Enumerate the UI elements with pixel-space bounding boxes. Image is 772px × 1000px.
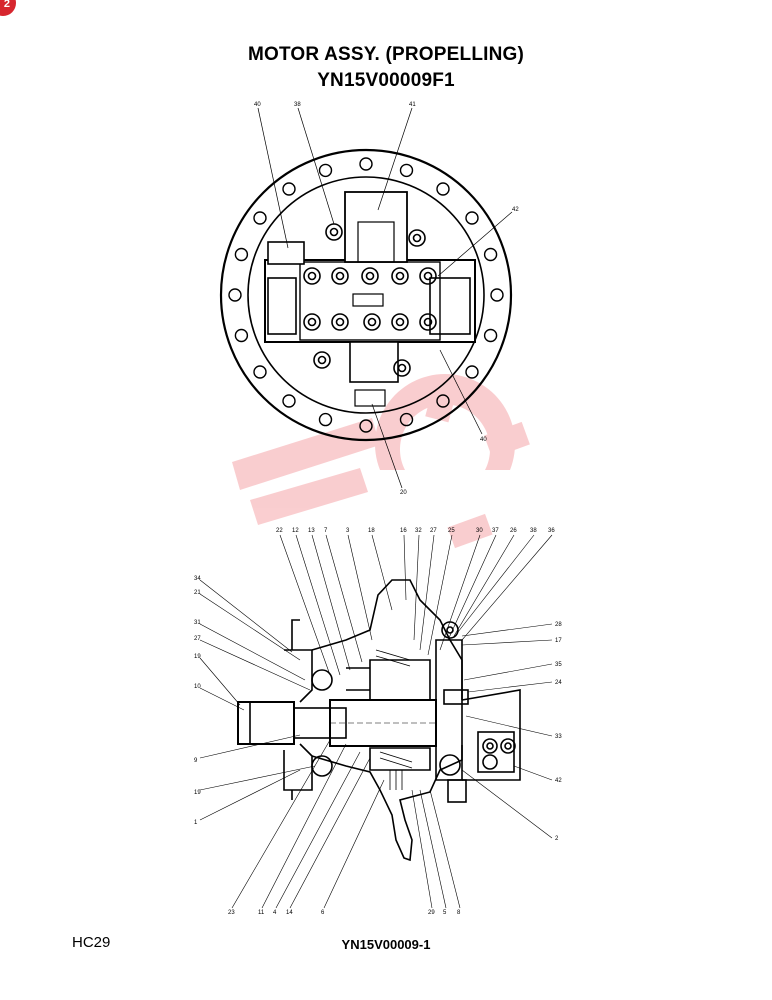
callout-27: 27 bbox=[430, 528, 437, 534]
callout-9: 9 bbox=[194, 758, 198, 764]
bolt-hole bbox=[282, 394, 296, 408]
bolt-hole bbox=[234, 328, 249, 343]
callout-36: 36 bbox=[548, 528, 555, 534]
callout-2: 2 bbox=[555, 836, 559, 842]
top-view bbox=[219, 107, 513, 489]
bolt-hole bbox=[359, 419, 373, 433]
section-leaders bbox=[199, 534, 553, 909]
callout-18: 18 bbox=[368, 528, 375, 534]
bolt-hole bbox=[465, 211, 479, 225]
bolt-hole bbox=[483, 247, 498, 262]
section-left-callouts: 34 21 31 27 19 10 9 19 1 bbox=[194, 576, 201, 826]
callout-27-left: 27 bbox=[194, 636, 201, 642]
bolt-hole bbox=[399, 163, 414, 178]
page-code: HC29 bbox=[72, 934, 111, 951]
callout-22: 22 bbox=[276, 528, 283, 534]
callout-31: 31 bbox=[194, 620, 201, 626]
callout-19-a: 19 bbox=[194, 654, 201, 660]
callout-24: 24 bbox=[555, 680, 562, 686]
callout-19-b: 19 bbox=[194, 790, 201, 796]
page-badge: 2 bbox=[0, 0, 16, 16]
callout-35: 35 bbox=[555, 662, 562, 668]
callout-11: 11 bbox=[258, 910, 265, 916]
bolt-hole bbox=[253, 211, 267, 225]
callout-top-40a: 40 bbox=[254, 102, 261, 108]
callout-42: 42 bbox=[555, 778, 562, 784]
callout-29: 29 bbox=[428, 910, 435, 916]
callout-32: 32 bbox=[415, 528, 422, 534]
watermark-logo bbox=[232, 374, 530, 549]
callout-10: 10 bbox=[194, 684, 201, 690]
callout-5: 5 bbox=[443, 910, 447, 916]
bolt-hole bbox=[483, 328, 498, 343]
bolt-hole bbox=[318, 163, 333, 178]
bolt-hole bbox=[234, 247, 249, 262]
callout-top-38: 38 bbox=[294, 102, 301, 108]
bolt-hole bbox=[253, 365, 267, 379]
bolt-hole bbox=[282, 182, 296, 196]
callout-3: 3 bbox=[346, 528, 350, 534]
callout-top-41: 41 bbox=[409, 102, 416, 108]
callout-8: 8 bbox=[457, 910, 461, 916]
section-view bbox=[237, 579, 521, 862]
callout-top-40b: 40 bbox=[480, 437, 487, 443]
bolt-hole bbox=[436, 394, 450, 408]
bolt-hole bbox=[318, 412, 333, 427]
callout-1: 1 bbox=[194, 820, 198, 826]
callout-37: 37 bbox=[492, 528, 499, 534]
callout-21: 21 bbox=[194, 590, 201, 596]
bolt-hole bbox=[228, 288, 242, 302]
callout-33: 33 bbox=[555, 734, 562, 740]
bolt-holes bbox=[228, 157, 504, 433]
diagram-part-number: YN15V00009F1 bbox=[317, 70, 455, 91]
callout-16: 16 bbox=[400, 528, 407, 534]
callout-17: 17 bbox=[555, 638, 562, 644]
callout-14: 14 bbox=[286, 910, 293, 916]
section-right-callouts: 28 17 35 24 33 42 2 bbox=[555, 622, 562, 842]
bolt-hole bbox=[399, 412, 414, 427]
callout-34: 34 bbox=[194, 576, 201, 582]
callout-12: 12 bbox=[292, 528, 299, 534]
section-top-callouts: 22 12 13 7 3 18 16 32 27 25 30 37 26 38 … bbox=[276, 528, 555, 534]
callout-7: 7 bbox=[324, 528, 328, 534]
bolt-hole bbox=[436, 182, 450, 196]
callout-6: 6 bbox=[321, 910, 325, 916]
callout-4: 4 bbox=[273, 910, 277, 916]
drawing-number: YN15V00009-1 bbox=[341, 937, 431, 952]
section-bottom-callouts: 23 11 4 14 6 29 5 8 bbox=[228, 910, 461, 916]
bolt-hole bbox=[490, 288, 504, 302]
callout-30: 30 bbox=[476, 528, 483, 534]
callout-23: 23 bbox=[228, 910, 235, 916]
callout-25: 25 bbox=[448, 528, 455, 534]
bolt-hole bbox=[465, 365, 479, 379]
callout-38: 38 bbox=[530, 528, 537, 534]
callout-28: 28 bbox=[555, 622, 562, 628]
callout-top-20: 20 bbox=[400, 490, 407, 496]
callout-13: 13 bbox=[308, 528, 315, 534]
diagram-title: MOTOR ASSY. (PROPELLING) bbox=[247, 44, 525, 65]
callout-26: 26 bbox=[510, 528, 517, 534]
bolt-hole bbox=[359, 157, 373, 171]
callout-top-42: 42 bbox=[512, 207, 519, 213]
